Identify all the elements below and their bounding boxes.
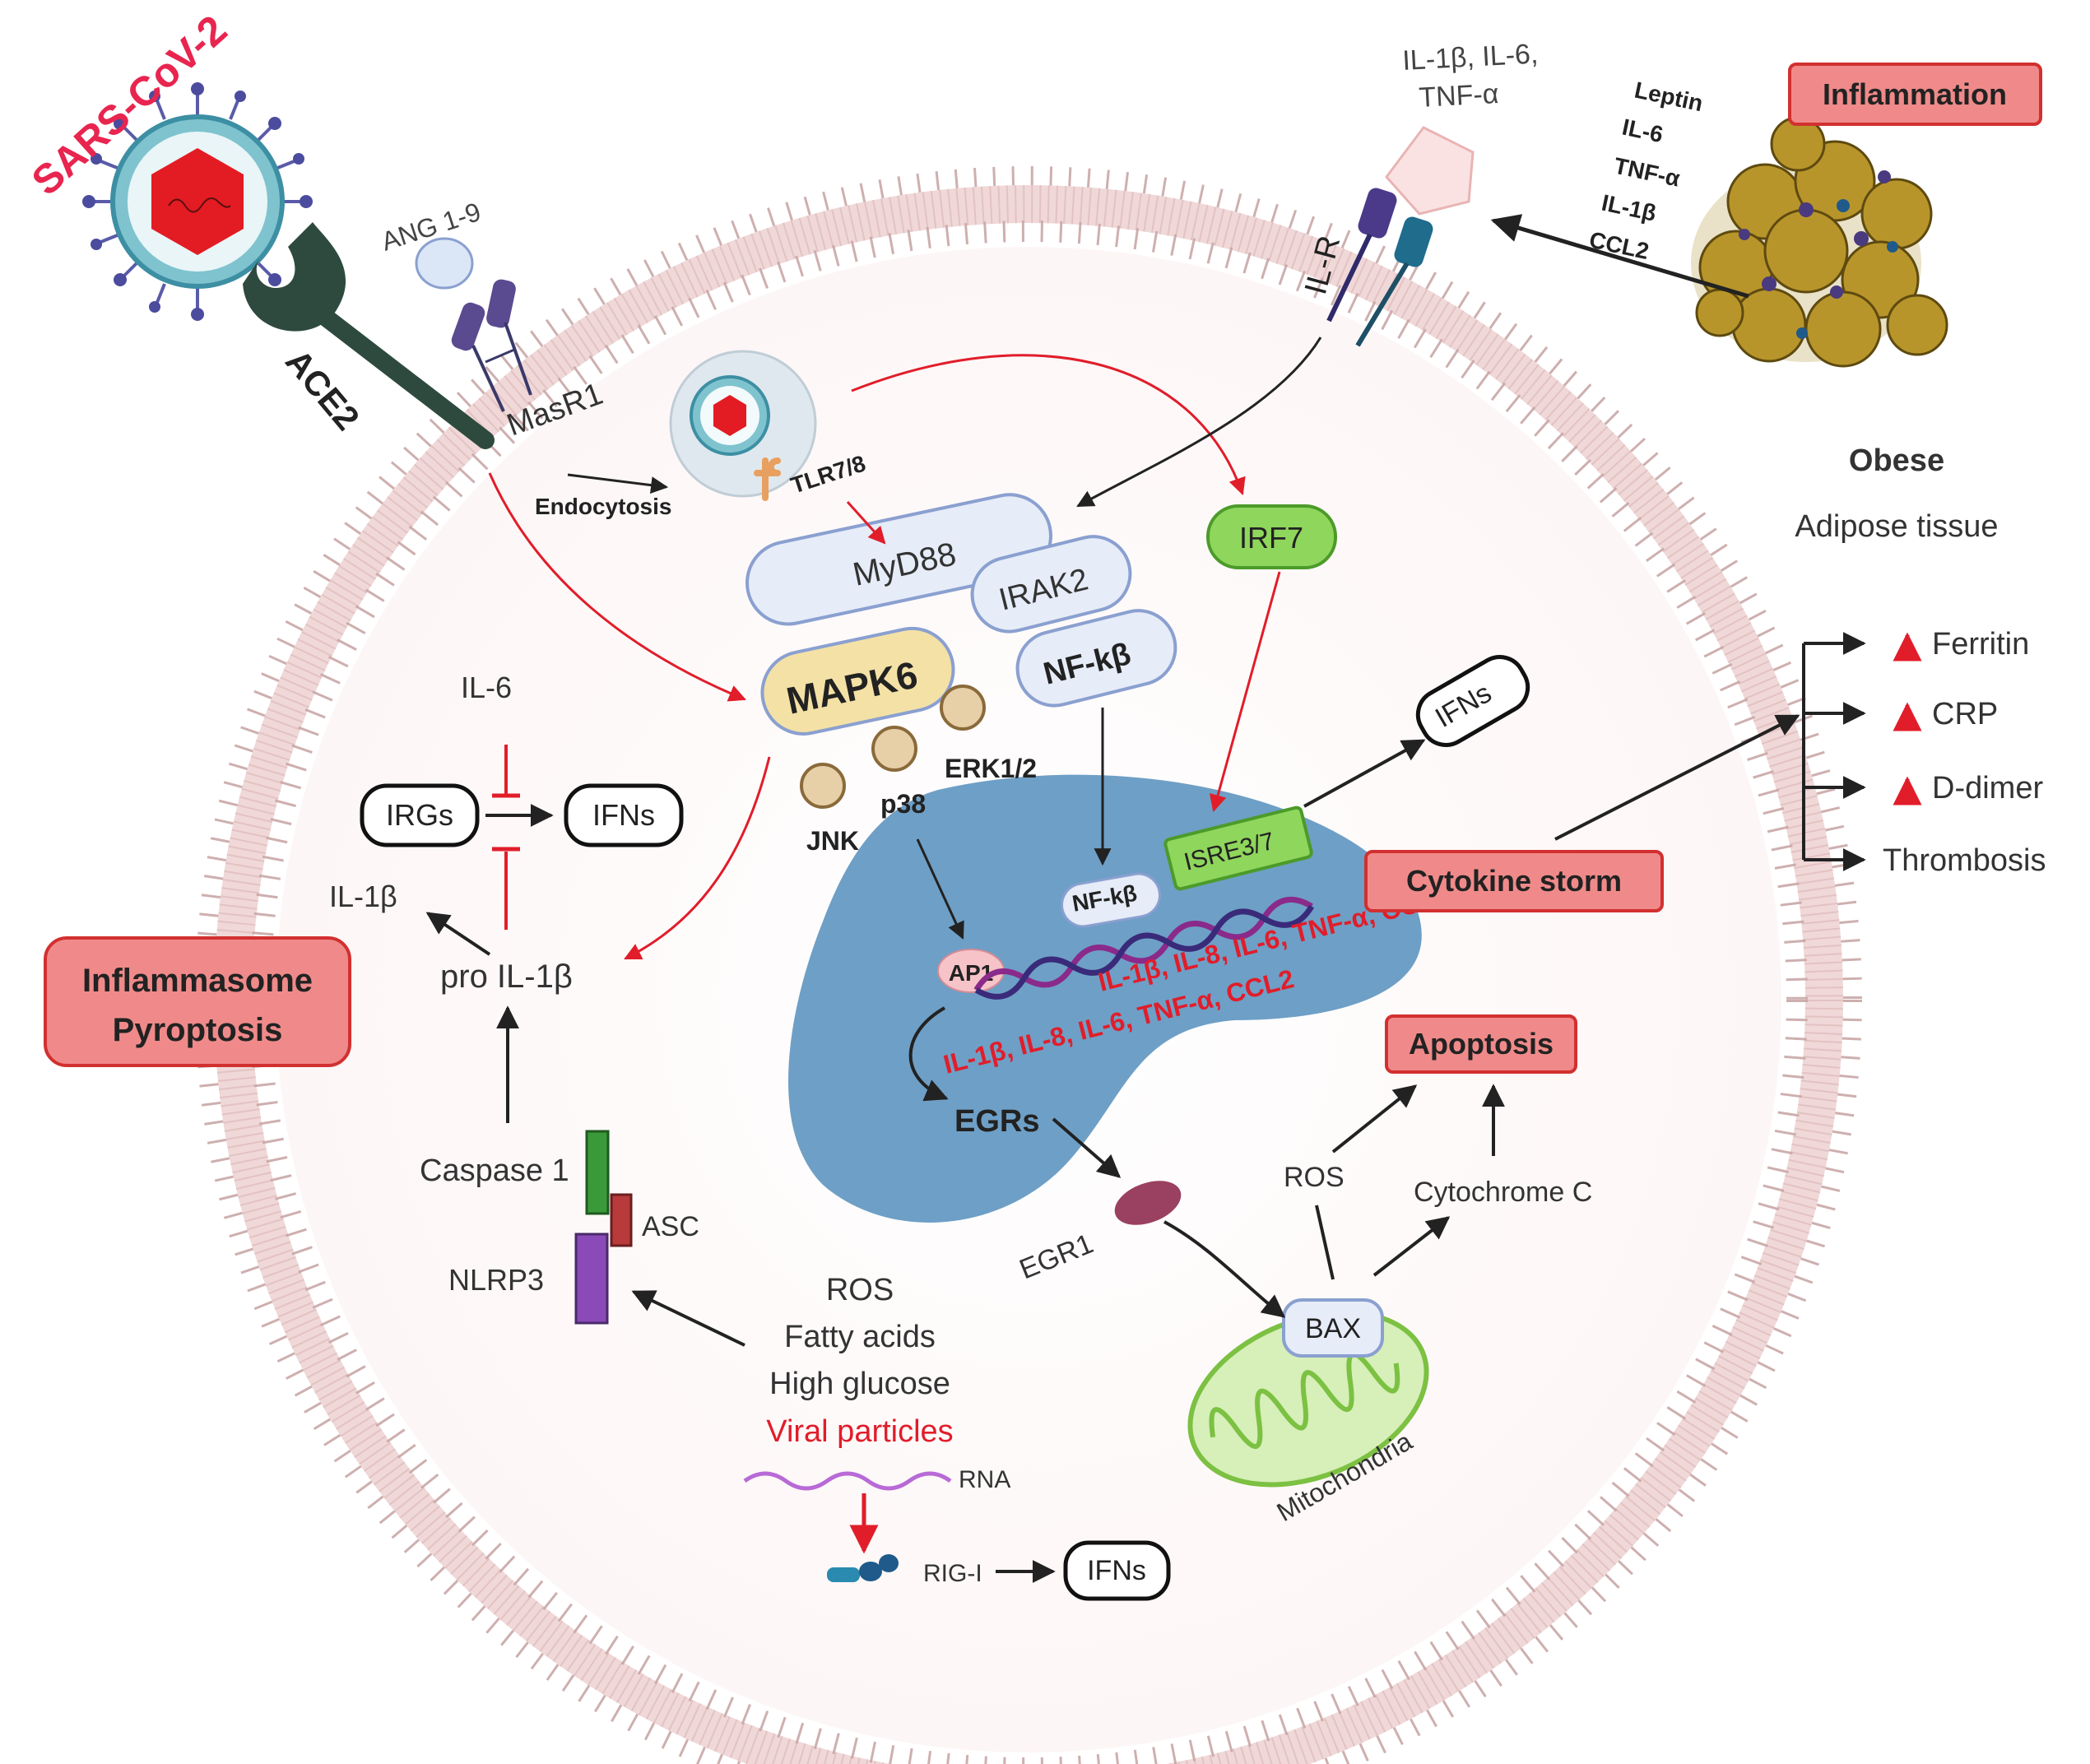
ace2-receptor	[243, 222, 495, 449]
adipose-to-ilr-arrow	[1490, 214, 1749, 299]
endosome-to-irf7-arrow	[851, 354, 1246, 495]
rig-i-label: RIG-I	[923, 1560, 982, 1587]
ace2-label: ACE2	[278, 342, 367, 438]
outcome-ferritin: Ferritin	[1932, 627, 2029, 662]
bax-label: BAX	[1305, 1313, 1361, 1344]
caspase-label: Caspase 1	[420, 1154, 569, 1188]
ang-1-9-ligand	[415, 237, 474, 290]
jnk-label: JNK	[806, 826, 859, 856]
irgs-label: IRGs	[386, 798, 453, 832]
myd88-node	[745, 493, 1052, 626]
adipokine-list: Leptin IL-6 TNF-α IL-1β CCL2	[1587, 77, 1706, 265]
inflammation-label: Inflammation	[1823, 77, 2007, 111]
apoptosis-box	[1385, 1014, 1577, 1074]
ros-right-label: ROS	[1284, 1162, 1345, 1193]
p38-to-ap1-arrow	[916, 838, 964, 940]
asc-label: ASC	[642, 1211, 699, 1242]
outcome-ddimer: D-dimer	[1932, 771, 2043, 805]
nlrp3-label: NLRP3	[448, 1263, 544, 1297]
ifns-label-left: IFNs	[592, 798, 655, 832]
il-r-receptor	[1326, 188, 1433, 347]
endosome	[669, 350, 817, 501]
masr1-receptor	[451, 279, 532, 412]
endocytosis-arrow	[567, 473, 669, 494]
il-ligand-line1: IL-1β, IL-6,	[1401, 38, 1539, 77]
bax-box	[1282, 1298, 1384, 1358]
il-ligand-line2: TNF-α	[1418, 78, 1499, 114]
apoptosis-label: Apoptosis	[1409, 1027, 1554, 1061]
ap1-label: AP1	[949, 960, 993, 986]
nfkb-node	[1015, 609, 1177, 708]
storm-to-outcomes-arrow	[1554, 714, 1800, 841]
trigger-high-glucose: High glucose	[769, 1367, 950, 1401]
egr1-to-bax-arrow	[1163, 1220, 1286, 1318]
bax-to-cytc-arrow	[1372, 1216, 1451, 1277]
obese-label: Obese	[1849, 443, 1944, 478]
dna-helix	[973, 897, 1315, 1000]
nfkb-nuclear-box	[1061, 872, 1161, 928]
adipose-label: Adipose tissue	[1795, 509, 1998, 544]
pro-to-il1b-arrow	[425, 912, 491, 956]
tlr-to-myd88-arrow	[846, 500, 886, 545]
rig-i-protein	[827, 1554, 899, 1582]
nlrp3-bar	[574, 1232, 609, 1325]
mapk6-to-pro-il1b-arrow	[624, 756, 771, 960]
erk-label: ERK1/2	[945, 754, 1037, 783]
endocytosis-label: Endocytosis	[535, 494, 671, 519]
ros-to-apoptosis-arrow	[1331, 1084, 1418, 1154]
ilr-to-myd88-arrow	[1076, 337, 1322, 508]
il6-label: IL-6	[461, 671, 512, 704]
adipokine-1: IL-6	[1620, 114, 1665, 148]
rna-strand	[743, 1471, 952, 1491]
trigger-fatty-acids: Fatty acids	[784, 1320, 936, 1354]
rna-label: RNA	[959, 1466, 1010, 1493]
irak2-node	[970, 535, 1132, 634]
adipokine-3: IL-1β	[1600, 190, 1659, 226]
mapk6-node	[760, 626, 955, 736]
adipokine-0: Leptin	[1633, 77, 1706, 117]
viral-particles-label: Viral particles	[766, 1414, 953, 1449]
kinase-circles	[800, 685, 986, 809]
ifns-label-bottom: IFNs	[1087, 1555, 1146, 1586]
pro-il1b-label: pro IL-1β	[440, 959, 573, 995]
inflammation-box	[1788, 63, 2042, 126]
outcome-crp: CRP	[1932, 697, 1998, 731]
pyroptosis-label: Pyroptosis	[113, 1012, 283, 1048]
outcome-bracket	[1802, 632, 1866, 871]
ifns-box-bottom	[1063, 1540, 1171, 1601]
inflammasome-label: Inflammasome	[82, 963, 313, 999]
trigger-ros: ROS	[826, 1273, 894, 1307]
p38-label: p38	[880, 789, 926, 819]
irf7-node	[1206, 504, 1337, 569]
egrs-label: EGRs	[954, 1104, 1039, 1139]
outcome-thrombosis: Thrombosis	[1883, 843, 2046, 878]
irgs-box	[360, 783, 480, 847]
irf7-to-isre-arrow	[1209, 571, 1281, 813]
adipose-tissue	[1691, 116, 1948, 368]
isre-box	[1163, 805, 1313, 891]
cytochrome-c-label: Cytochrome C	[1414, 1177, 1592, 1208]
bax-to-ros-line	[1315, 1205, 1335, 1280]
ifns-box-left	[564, 783, 684, 847]
caspase-bar	[585, 1130, 610, 1215]
irf7-label: IRF7	[1239, 521, 1303, 555]
asc-bar	[610, 1193, 633, 1247]
il1b-label: IL-1β	[329, 880, 397, 913]
triggers-to-nlrp3-arrow	[631, 1290, 745, 1347]
ifns-box-nuclear	[1415, 655, 1530, 747]
nucleus	[788, 774, 1422, 1223]
trigger-list: ROS Fatty acids High glucose	[769, 1273, 950, 1401]
sars-cov-2-virus	[82, 82, 313, 321]
cytokine-storm-box	[1364, 850, 1664, 912]
adipokine-2: TNF-α	[1612, 153, 1683, 192]
ace2-to-mapk6-arrow	[488, 472, 746, 702]
il-ligand-pentagon	[1385, 126, 1475, 216]
inflammasome-box	[44, 936, 351, 1067]
cytokine-storm-label: Cytokine storm	[1406, 864, 1622, 898]
isre-to-ifns-arrow	[1303, 739, 1426, 808]
egrs-to-egr1-arrow	[1052, 1117, 1122, 1178]
egr1-shape	[1114, 1181, 1182, 1225]
ap1-to-egrs-arrow	[908, 1006, 949, 1102]
